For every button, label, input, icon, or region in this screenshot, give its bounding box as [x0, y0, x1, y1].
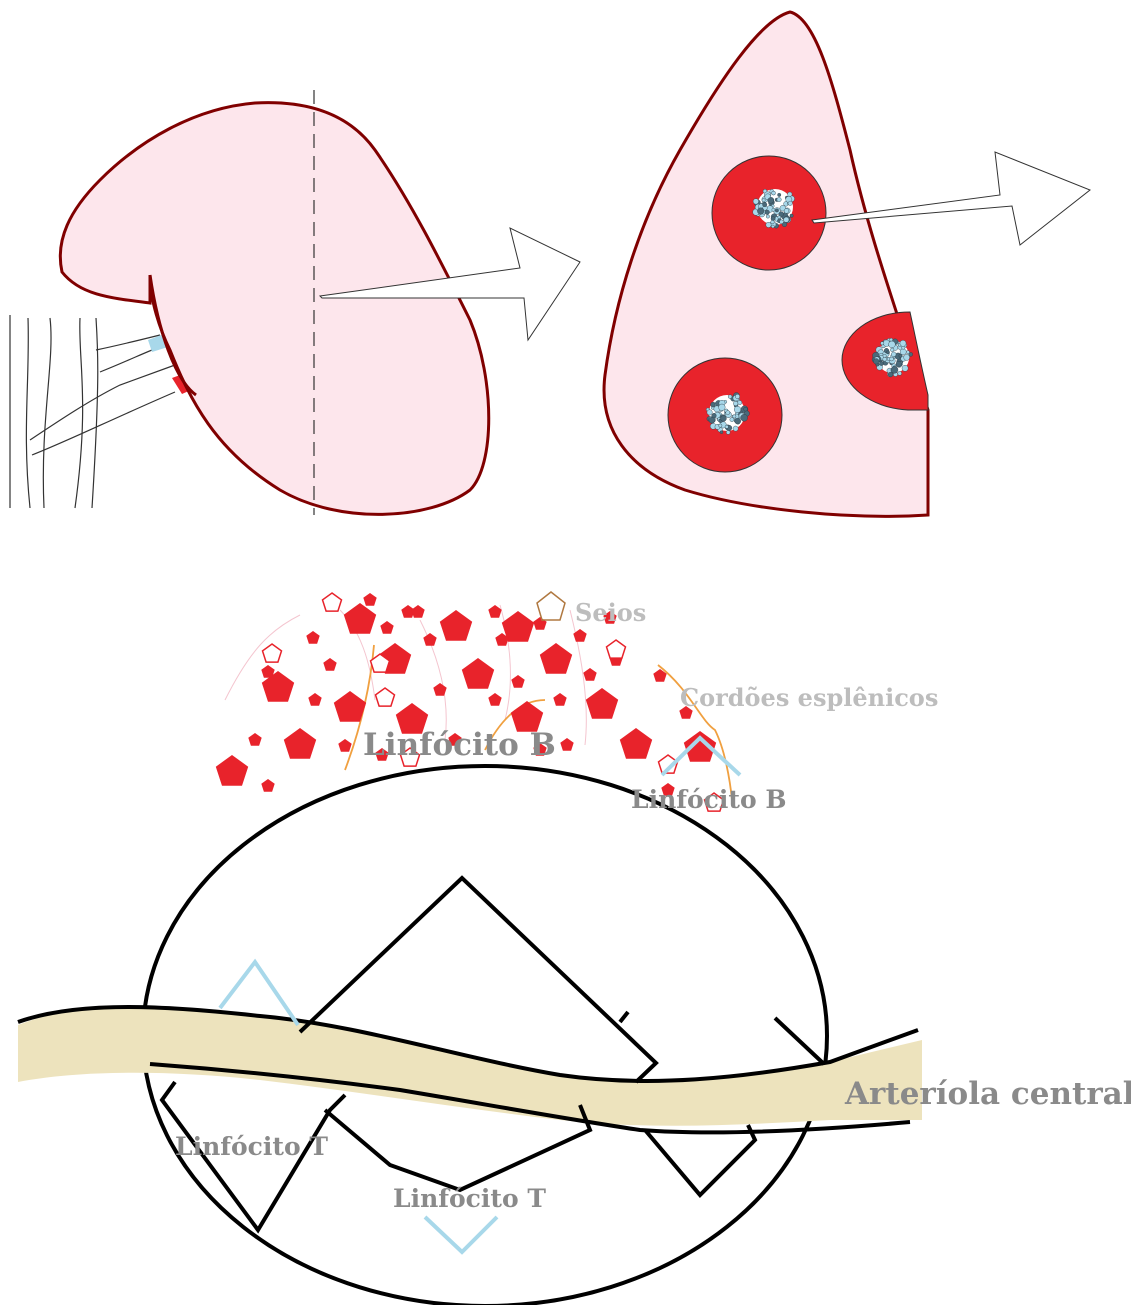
light-blue-markers: [220, 738, 740, 1252]
red-pulp-region: [216, 593, 732, 811]
seios-pentagon-icon: [537, 592, 565, 620]
red-pulp-cell: [323, 593, 342, 611]
label-arteriola-central: Arteríola central: [844, 1076, 1131, 1112]
label-linfocito-b-large: Linfócito B: [363, 727, 556, 763]
red-pulp-cell: [586, 688, 618, 719]
red-pulp-cell: [462, 658, 494, 689]
red-pulp-cell: [540, 643, 572, 674]
red-pulp-cell: [284, 728, 316, 759]
red-pulp-cell: [440, 610, 472, 641]
red-pulp-cell: [607, 640, 626, 658]
red-pulp-cell: [323, 658, 336, 671]
red-pulp-cell: [216, 755, 248, 786]
red-pulp-cell: [363, 593, 376, 606]
spleen-outline: [60, 103, 488, 515]
red-pulp-cell: [338, 739, 351, 752]
red-pulp-cell: [306, 631, 319, 644]
label-linfocito-b-small: Linfócito B: [631, 785, 786, 814]
red-pulp-cell: [560, 738, 573, 751]
red-pulp-cell: [308, 693, 321, 706]
red-pulp-cell: [620, 728, 652, 759]
nodule-bottom-left: [668, 358, 782, 472]
label-cordoes-esplenicos: Cordões esplênicos: [680, 683, 938, 712]
red-pulp-cell: [411, 605, 424, 618]
spleen-slice-section: [604, 12, 1090, 516]
red-pulp-cell: [344, 603, 376, 634]
red-pulp-cell: [511, 675, 524, 688]
red-pulp-cell: [488, 693, 501, 706]
nodule-top: [712, 156, 826, 270]
red-pulp-cell: [488, 605, 501, 618]
label-linfocito-t-left: Linfócito T: [175, 1132, 328, 1161]
red-pulp-cell: [248, 733, 261, 746]
red-pulp-cell: [433, 683, 446, 696]
label-seios: Seios: [575, 598, 646, 627]
red-pulp-cell: [583, 668, 596, 681]
red-pulp-cell: [380, 621, 393, 634]
red-pulp-cell: [533, 617, 546, 630]
red-pulp-cell: [261, 779, 274, 792]
label-linfocito-t-center: Linfócito T: [393, 1184, 546, 1213]
red-pulp-cell: [334, 691, 366, 722]
red-pulp-cell: [263, 644, 282, 662]
red-pulp-cell: [553, 693, 566, 706]
red-pulp-cell: [376, 688, 395, 706]
spleen-organ-section: [10, 90, 580, 515]
red-pulp-cell: [423, 633, 436, 646]
red-pulp-cell: [261, 665, 274, 678]
